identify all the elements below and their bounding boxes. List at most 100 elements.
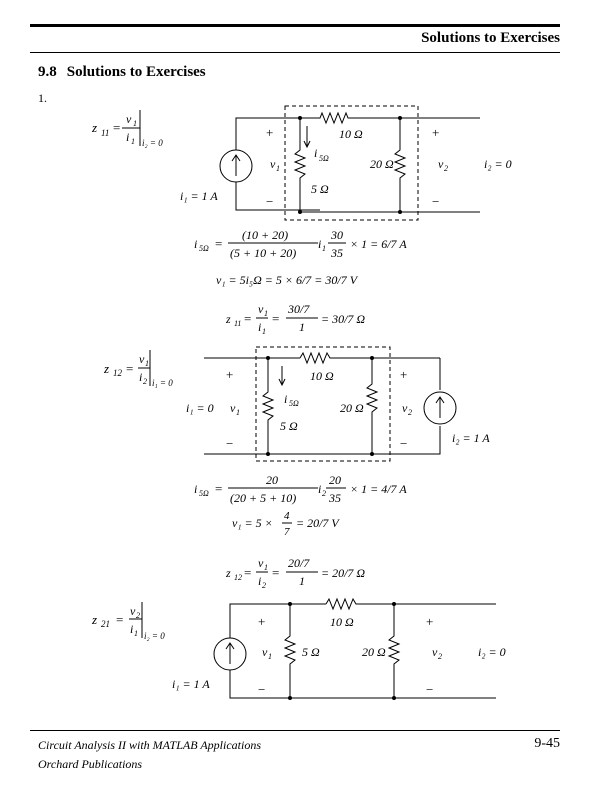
c2-v2: v	[402, 401, 408, 415]
c3-v1: v	[262, 645, 268, 659]
eq3-i1-sub: 1	[262, 327, 266, 336]
resistor-5-ohm-3	[283, 604, 297, 698]
c2-source-label: i₂ = 1 A	[452, 431, 490, 445]
resistor-5-ohm-2	[261, 358, 275, 454]
c3-v2: v	[432, 645, 438, 659]
z12-i2: i	[139, 370, 142, 384]
z11-i1-sub: 1	[131, 137, 135, 146]
resistor-20-ohm-1	[393, 118, 407, 212]
c1-r5-label: 5 Ω	[311, 182, 329, 196]
resistor-10-ohm-3	[325, 597, 496, 611]
c3-v2-plus: +	[426, 614, 433, 629]
c1-i5-label: i	[314, 146, 317, 160]
eq4-i2: i	[318, 482, 321, 496]
eq6-result: = 20/7 Ω	[321, 566, 365, 580]
eq4-i5: i	[194, 482, 197, 496]
eq1-equals: =	[215, 236, 222, 251]
eq3-v1: v	[258, 302, 264, 316]
c3-r5-label: 5 Ω	[302, 645, 320, 659]
c2-v1-minus: −	[226, 436, 233, 451]
c3-source-label: i₁ = 1 A	[172, 677, 210, 691]
z11-equals: =	[113, 120, 120, 135]
eq3-z-sub: 11	[234, 319, 241, 328]
two-port-box-2	[255, 346, 391, 462]
eq1-i1: i	[318, 237, 321, 251]
c3-v2-sub: 2	[438, 652, 442, 661]
z11-v1-sub: 1	[133, 119, 137, 128]
c1-v1-plus: +	[266, 125, 273, 140]
resistor-10-ohm-1	[300, 111, 400, 125]
eq6-equals2: =	[272, 565, 279, 580]
eq3-z: z	[225, 312, 231, 326]
z21-condition: i₂ = 0	[144, 631, 165, 641]
eq6-den: 1	[299, 574, 305, 588]
eq4-i2-sub: 2	[322, 489, 326, 498]
eq1-denominator: (5 + 10 + 20)	[230, 246, 296, 260]
c1-i2-open: i₂ = 0	[484, 157, 512, 171]
eq3-i1: i	[258, 320, 261, 334]
c2-i5-sub: 5Ω	[289, 399, 299, 408]
footer-book-title: Circuit Analysis II with MATLAB Applicat…	[38, 738, 262, 752]
c1-v2-minus: −	[432, 194, 439, 209]
z12-v1-sub: 1	[145, 359, 149, 368]
section-heading: 9.8 Solutions to Exercises	[38, 64, 206, 81]
eq6-z: z	[225, 566, 231, 580]
eq3-num: 30/7	[287, 302, 310, 316]
eq1-result: × 1 = 6/7 A	[350, 237, 407, 251]
c3-v1-minus: −	[258, 682, 265, 697]
eq1-numerator: (10 + 20)	[242, 228, 288, 242]
c2-v2-plus: +	[400, 367, 407, 382]
z21-v2-sub: 2	[136, 611, 140, 620]
z21-label: z	[91, 612, 97, 627]
eq6-num: 20/7	[288, 556, 310, 570]
c2-r20-label: 20 Ω	[340, 401, 364, 415]
c2-r10-label: 10 Ω	[310, 369, 334, 383]
c1-v2-sub: 2	[444, 164, 448, 173]
c3-r20-label: 20 Ω	[362, 645, 386, 659]
footer-rule	[30, 730, 560, 731]
eq6-i2-sub: 2	[262, 581, 266, 590]
eq6-z-sub: 12	[234, 573, 242, 582]
eq5-result: = 20/7 V	[296, 516, 340, 530]
eq6-v1: v	[258, 556, 264, 570]
header-rule	[30, 24, 560, 27]
c1-v1-minus: −	[266, 194, 273, 209]
eq3-result: = 30/7 Ω	[321, 312, 365, 326]
z11-subscript: 11	[101, 128, 109, 138]
running-header: Solutions to Exercises	[421, 30, 560, 46]
eq1-frac2-den: 35	[330, 246, 343, 260]
circuit-1	[219, 105, 480, 221]
eq3-equals2: =	[272, 311, 279, 326]
c2-v1-plus: +	[226, 367, 233, 382]
z12-condition: i₁ = 0	[152, 378, 173, 388]
resistor-10-ohm-2	[299, 351, 440, 365]
circuit-2-bottom-wire	[204, 426, 441, 455]
eq6-equals: =	[244, 565, 251, 580]
c1-v2-plus: +	[432, 125, 439, 140]
circuit-2	[204, 346, 457, 462]
eq1-i5: i	[194, 237, 197, 251]
resistor-5-ohm-1	[293, 118, 307, 212]
eq4-equals: =	[215, 481, 222, 496]
two-port-box-1	[284, 105, 419, 221]
z21-v2: v	[130, 604, 136, 618]
eq5-num: 4	[284, 510, 290, 522]
c2-i5-label: i	[284, 392, 287, 406]
z12-subscript: 12	[113, 368, 123, 378]
c2-v1-sub: 1	[236, 408, 240, 417]
section-number: 9.8	[38, 64, 57, 80]
eq4-frac2-num: 20	[329, 473, 341, 487]
eq3-equals: =	[244, 311, 251, 326]
z21-i1-sub: 1	[134, 629, 138, 638]
z11-condition: i₂ = 0	[142, 138, 163, 148]
c3-i2-open: i₂ = 0	[478, 645, 506, 659]
section-title: Solutions to Exercises	[66, 64, 206, 80]
eq4-result: × 1 = 4/7 A	[350, 482, 407, 496]
c3-r10-label: 10 Ω	[330, 615, 354, 629]
z12-i2-sub: 2	[143, 377, 147, 386]
circuit-3	[213, 597, 496, 699]
c1-i5-sub: 5Ω	[319, 154, 329, 163]
c1-source-label: i₁ = 1 A	[180, 189, 218, 203]
c1-v1: v	[270, 157, 276, 171]
